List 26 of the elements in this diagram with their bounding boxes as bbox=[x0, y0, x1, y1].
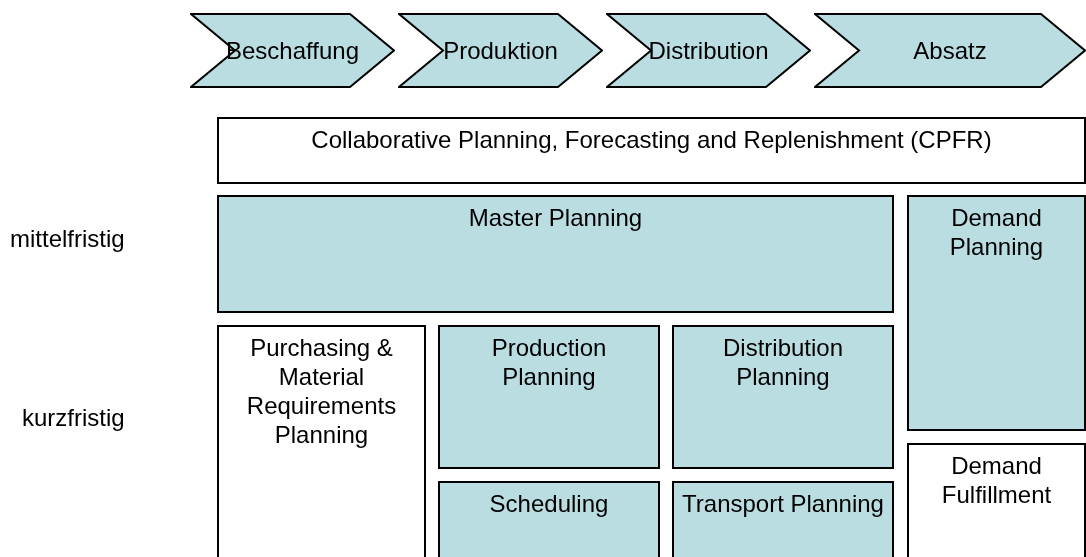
horizon-label: mittelfristig bbox=[10, 225, 125, 253]
module-label: Collaborative Planning, Forecasting and Replenishment (CPFR) bbox=[311, 125, 992, 154]
planning-box bbox=[217, 117, 1086, 184]
stage-label: Absatz bbox=[913, 36, 987, 65]
planning-box bbox=[217, 325, 426, 557]
module-label: Demand Fulfillment bbox=[940, 451, 1053, 509]
module-label: Production Planning bbox=[490, 333, 608, 391]
planning-box bbox=[438, 481, 660, 557]
chevron-shape bbox=[606, 13, 811, 88]
planning-box bbox=[672, 481, 894, 557]
chevron-shape bbox=[398, 13, 603, 88]
horizon-label: kurzfristig bbox=[22, 404, 125, 432]
planning-box bbox=[907, 195, 1086, 431]
planning-box bbox=[672, 325, 894, 469]
planning-box bbox=[438, 325, 660, 469]
module-label: Scheduling bbox=[489, 489, 609, 518]
module-label: Master Planning bbox=[468, 203, 643, 232]
module-label: Demand Planning bbox=[948, 203, 1045, 261]
chevron-shape bbox=[814, 13, 1086, 88]
planning-box bbox=[217, 195, 894, 313]
module-label: Purchasing & Material Requirements Planning bbox=[245, 333, 398, 449]
planning-box bbox=[907, 443, 1086, 557]
module-label: Transport Planning bbox=[682, 489, 884, 518]
stage-label: Produktion bbox=[443, 36, 558, 65]
stage-label: Distribution bbox=[648, 36, 769, 65]
module-label: Distribution Planning bbox=[721, 333, 844, 391]
